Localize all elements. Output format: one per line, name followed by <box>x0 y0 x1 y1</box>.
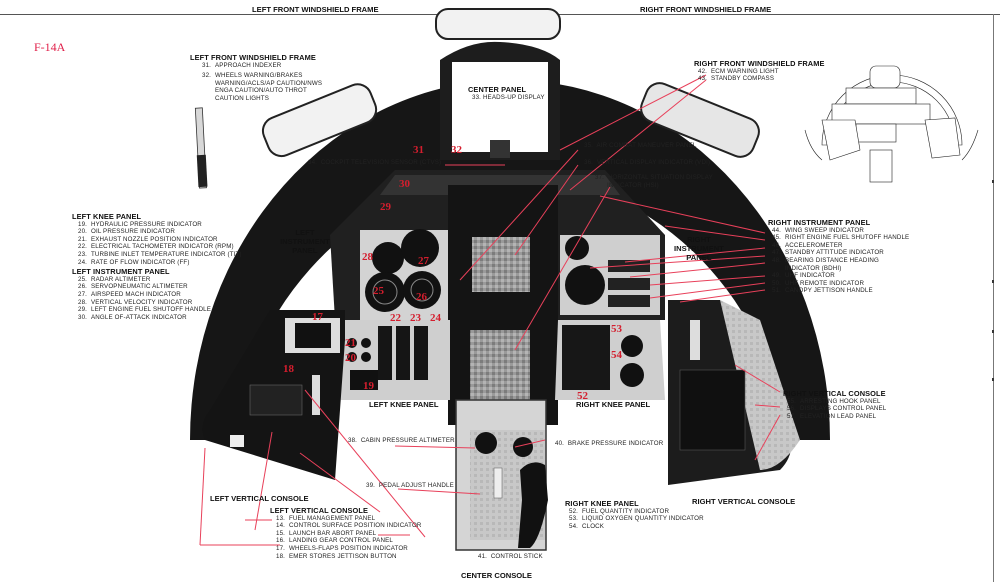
callout-52: 52 <box>577 390 588 402</box>
section-left-knee-panel: LEFT KNEE PANEL <box>369 400 439 409</box>
callout-26: 26 <box>416 291 427 303</box>
legend-item: 45.RIGHT ENGINE FUEL SHUTOFF HANDLE <box>772 234 910 242</box>
legend-item: 22.ELECTRICAL TACHOMETER INDICATOR (RPM) <box>78 243 234 251</box>
legend-item: 17.WHEELS-FLAPS POSITION INDICATOR <box>276 544 408 552</box>
legend-cabin-pressure: 38. CABIN PRESSURE ALTIMETER <box>348 437 455 444</box>
legend-item: 29.LEFT ENGINE FUEL SHUTOFF HANDLE <box>78 306 212 314</box>
locator-diagram <box>804 65 979 183</box>
legend-control-stick: 41. CONTROL STICK <box>478 553 543 560</box>
legend-ctvs: 34. COCKPIT TELEVISION SENSOR (CTVS) <box>308 159 442 166</box>
callout-28: 28 <box>362 251 373 263</box>
left-rear-view-mirror <box>261 83 378 158</box>
legend-item: 53.LIQUID OXYGEN QUANTITY INDICATOR <box>569 515 704 523</box>
callout-25: 25 <box>373 285 384 297</box>
callout-17: 17 <box>312 311 323 323</box>
legend-item: WARNING/ACLS/AP CAUTION/NWS <box>215 79 323 87</box>
section-center-console: CENTER CONSOLE <box>461 571 532 580</box>
legend-item: 46.ACCELEROMETER <box>772 241 843 249</box>
legend-item: 18.EMER STORES JETTISON BUTTON <box>276 552 397 560</box>
legend-item: CAUTION LIGHTS <box>215 94 270 102</box>
callout-20: 20 <box>345 352 356 364</box>
legend-item: 43.STANDBY COMPASS <box>698 75 775 83</box>
callout-29: 29 <box>380 201 391 213</box>
legend-item: 21.EXHAUST NOZZLE POSITION INDICATOR <box>78 235 218 243</box>
legend-item: 24.RATE OF FLOW INDICATOR (FF) <box>78 258 190 266</box>
legend-item: 13.FUEL MANAGEMENT PANEL <box>276 514 376 522</box>
legend-item: 44.WING SWEEP INDICATOR <box>772 226 864 234</box>
callout-19: 19 <box>363 380 374 392</box>
legend-item: 26.SERVOPNEUMATIC ALTIMETER <box>78 283 188 291</box>
page-border-right <box>993 14 994 582</box>
legend-item: 55.ARRESTING HOOK PANEL <box>787 397 881 405</box>
legend-item: 25.RADAR ALTIMETER <box>78 275 151 283</box>
legend-item: 47.STANDBY ATTITUDE INDICATOR <box>772 249 884 257</box>
legend-item: 50.UHF REMOTE INDICATOR <box>772 279 865 287</box>
legend-item-36: 36. VERTICAL DISPLAY INDICATOR (VDI) <box>584 159 711 166</box>
legend-item: INDICATOR (BDHI) <box>785 264 842 272</box>
legend-item: 51.CANOPY JETTISON HANDLE <box>772 287 873 295</box>
legend-item: 52.FUEL QUANTITY INDICATOR <box>569 507 670 515</box>
legend-right-instrument-panel: RIGHT INSTRUMENT PANEL 44.WING SWEEP IND… <box>768 218 910 295</box>
legend-left-knee-panel: LEFT KNEE PANEL 19.HYDRAULIC PRESSURE IN… <box>72 212 242 321</box>
legend-item: 57.ELEVATION LEAD PANEL <box>787 412 877 420</box>
legend-right-knee-panel: RIGHT KNEE PANEL 52.FUEL QUANTITY INDICA… <box>565 499 704 530</box>
right-rear-view-mirror <box>640 82 760 158</box>
callout-18: 18 <box>283 363 294 375</box>
callout-53: 53 <box>611 323 622 335</box>
legend-item-35: 35. AIR COMBAT MANEUVER PANEL <box>584 142 697 149</box>
callout-24: 24 <box>430 312 441 324</box>
legend-item: 49.UHF INDICATOR <box>772 272 835 280</box>
callout-27: 27 <box>418 255 429 267</box>
section-left-vertical-console: LEFT VERTICAL CONSOLE <box>210 494 309 503</box>
legend-item: 16.LANDING GEAR CONTROL PANEL <box>276 537 393 545</box>
section-right-knee-panel: RIGHT KNEE PANEL <box>576 400 651 409</box>
right-instrument-panel-label: RIGHT INSTRUMENT PANEL <box>674 235 724 262</box>
section-right-front-windshield-frame: RIGHT FRONT WINDSHIELD FRAME <box>640 5 772 14</box>
legend-item: 20.OIL PRESSURE INDICATOR <box>78 228 175 236</box>
callout-23: 23 <box>410 312 421 324</box>
legend-right-front-windshield: RIGHT FRONT WINDSHIELD FRAME 42.ECM WARN… <box>694 59 825 83</box>
legend-brake-pressure: 40. BRAKE PRESSURE INDICATOR <box>555 440 664 447</box>
callout-22: 22 <box>390 312 401 324</box>
legend-item: 32.WHEELS WARNING/BRAKES <box>202 72 303 80</box>
legend-item: 54.CLOCK <box>569 522 605 530</box>
legend-item-37: 37. HORIZONTAL SITUATION DISPLAY INDICAT… <box>595 174 713 189</box>
legend-item: 56.DISPLAYS CONTROL PANEL <box>787 405 887 413</box>
legend-item: 48.BEARING DISTANCE HEADING <box>772 256 879 264</box>
legend-item: 23.TURBINE INLET TEMPERATURE INDICATOR (… <box>78 250 242 258</box>
legend-item: 33. HEADS-UP DISPLAY <box>472 93 545 101</box>
legend-item: 31.APPROACH INDEXER <box>202 61 282 69</box>
canopy-arch <box>190 80 830 440</box>
leader-lines <box>199 74 781 546</box>
legend-item: 15.LAUNCH BAR ABORT PANEL <box>276 529 377 537</box>
control-stick <box>518 462 548 548</box>
hud-glass <box>452 62 548 152</box>
vdi-screen <box>472 237 530 292</box>
legend-center-panel: CENTER PANEL 33. HEADS-UP DISPLAY <box>468 85 545 101</box>
section-right-vertical-console: RIGHT VERTICAL CONSOLE <box>692 497 796 506</box>
left-instrument-panel-label: LEFT INSTRUMENT PANEL <box>280 228 330 255</box>
legend-item: 30.ANGLE OF-ATTACK INDICATOR <box>78 313 187 321</box>
legend-item: ENGA CAUTION/AUTO THROT <box>215 87 307 95</box>
legend-left-vertical-console: LEFT VERTICAL CONSOLE 13.FUEL MANAGEMENT… <box>270 506 422 560</box>
callout-32: 32 <box>451 144 462 156</box>
callout-31: 31 <box>413 144 424 156</box>
callout-30: 30 <box>399 178 410 190</box>
aircraft-title: F-14A <box>34 40 66 54</box>
legend-pedal-adjust: 39. PEDAL ADJUST HANDLE <box>366 482 454 489</box>
callout-54: 54 <box>611 349 622 361</box>
ctvs-sensor <box>490 140 510 158</box>
legend-item: 19.HYDRAULIC PRESSURE INDICATOR <box>78 220 202 228</box>
legend-item: 42.ECM WARNING LIGHT <box>698 67 779 75</box>
legend-item: 28.VERTICAL VELOCITY INDICATOR <box>78 298 193 306</box>
center-rear-view-mirror <box>435 8 561 40</box>
legend-right-vertical-console: RIGHT VERTICAL CONSOLE 55.ARRESTING HOOK… <box>783 389 887 420</box>
callout-21: 21 <box>345 337 356 349</box>
legend-item: 27.AIRSPEED MACH INDICATOR <box>78 290 181 298</box>
section-left-front-windshield-frame: LEFT FRONT WINDSHIELD FRAME <box>252 5 379 14</box>
legend-left-front-windshield: LEFT FRONT WINDSHIELD FRAME 31.APPROACH … <box>190 53 323 102</box>
legend-item: 14.CONTROL SURFACE POSITION INDICATOR <box>276 522 422 530</box>
